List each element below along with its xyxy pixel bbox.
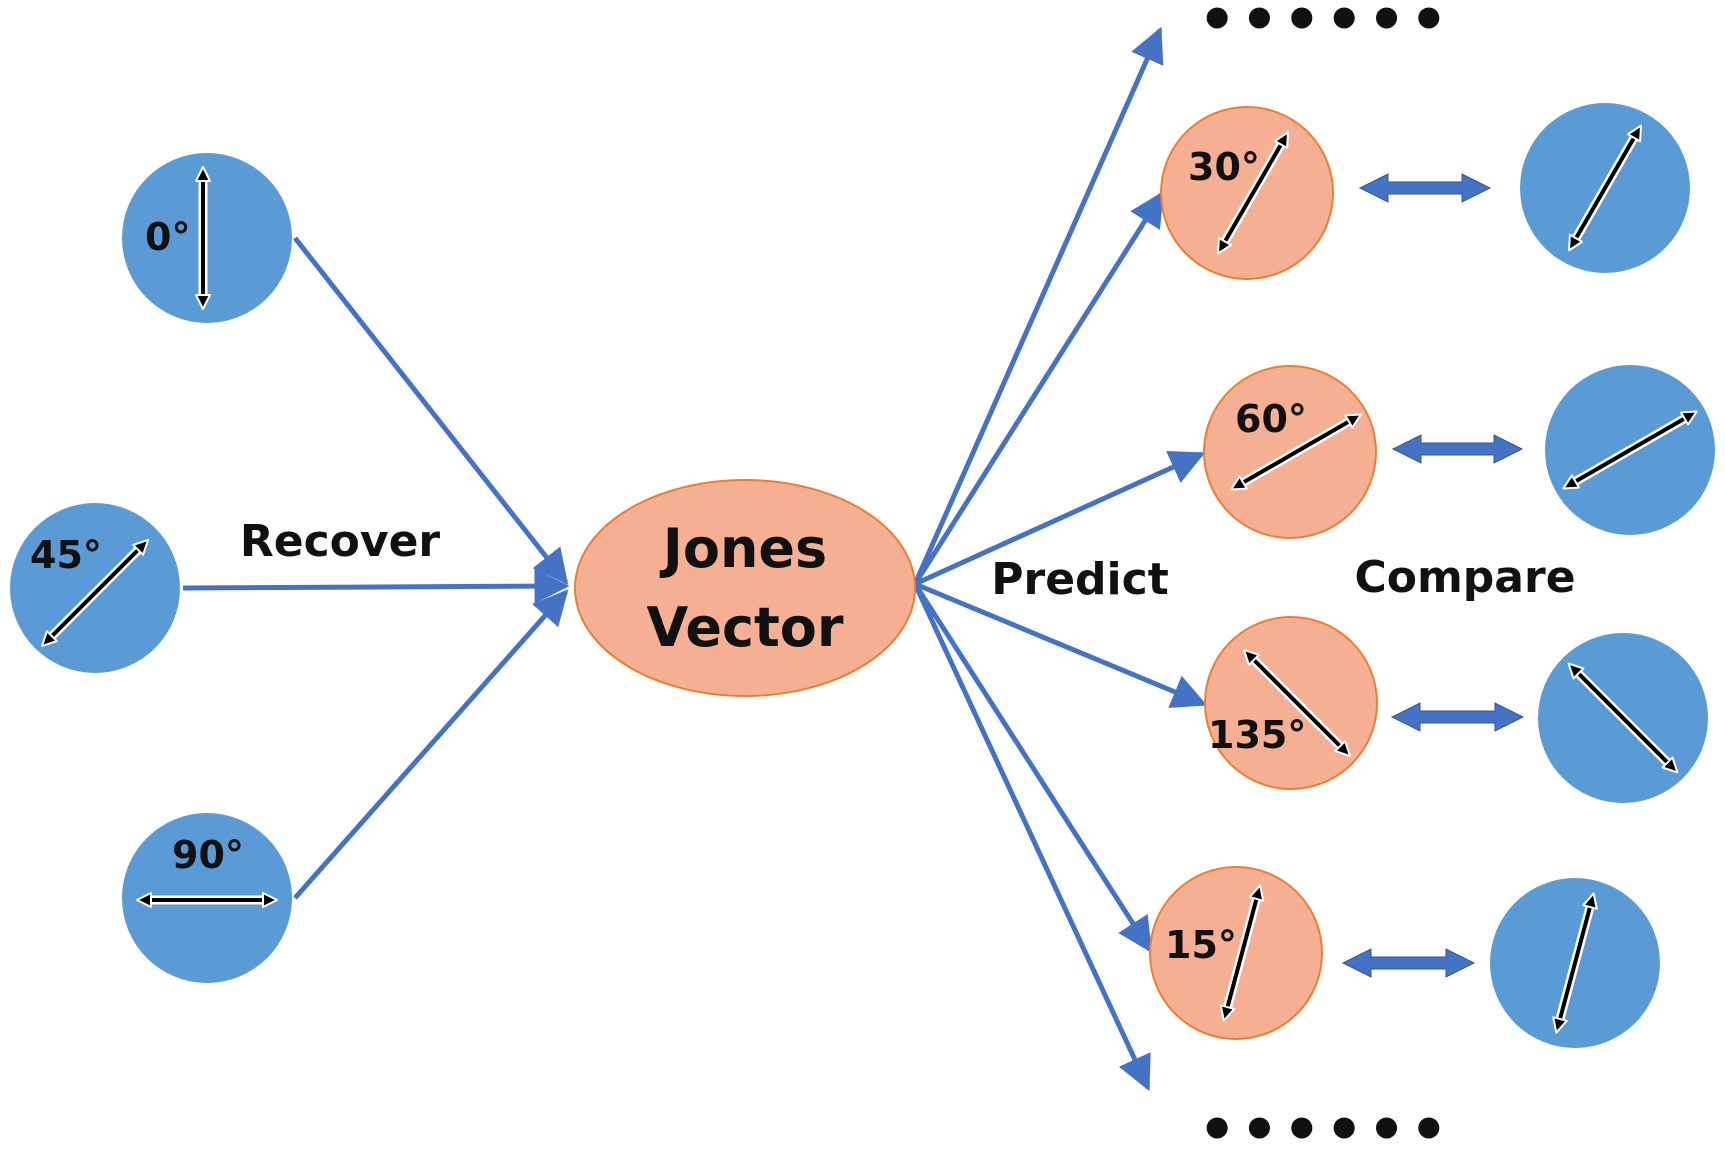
input-circle-0: 0°	[122, 153, 292, 323]
recover-label: Recover	[240, 516, 441, 567]
prediction-angle-label: 15°	[1165, 923, 1237, 967]
arrow-to-more-bottom	[912, 582, 1151, 1092]
jones-vector-line2: Vector	[646, 596, 843, 659]
jones-vector-ellipse	[574, 479, 916, 697]
predict-arrows	[912, 26, 1208, 1092]
compare-arrow-30	[1358, 173, 1492, 203]
arrow-input-45-to-center	[182, 568, 570, 604]
input-circle-45: 45°	[10, 503, 180, 673]
prediction-circle-30: 30°	[1160, 106, 1334, 280]
prediction-angle-label: 135°	[1208, 713, 1306, 757]
arrow-to-prediction-15	[912, 582, 1153, 953]
polarization-arrow-icon	[40, 538, 150, 648]
compare-arrow-135	[1390, 702, 1525, 732]
arrow-to-prediction-60	[913, 451, 1206, 587]
ellipsis-top: ••••••	[1198, 0, 1452, 55]
polarization-arrow-icon	[136, 892, 278, 908]
polarization-arrow-icon	[1217, 131, 1289, 255]
predict-label: Predict	[991, 554, 1168, 605]
prediction-circle-60: 60°	[1203, 365, 1377, 539]
compare-label: Compare	[1354, 552, 1575, 603]
arrow-to-prediction-30	[912, 191, 1165, 586]
prediction-disc	[1160, 106, 1334, 280]
measured-circle-135	[1538, 633, 1708, 803]
measured-circle-30	[1520, 103, 1690, 273]
arrow-to-more-top	[912, 26, 1164, 586]
measured-polarizations	[1490, 103, 1715, 1048]
prediction-disc	[1149, 866, 1323, 1040]
polarization-arrow-icon	[1567, 662, 1679, 774]
arrow-to-prediction-135	[914, 581, 1208, 709]
compare-arrow-15	[1341, 948, 1476, 978]
input-angle-label: 45°	[30, 533, 102, 577]
prediction-circle-15: 15°	[1149, 866, 1323, 1040]
polarization-arrow-icon	[1230, 413, 1362, 491]
arrow-input-0-to-center	[293, 236, 569, 585]
input-circle-90: 90°	[122, 813, 292, 983]
predicted-polarizations: 30° 60° 135° 15°	[1149, 106, 1378, 1040]
prediction-circle-135: 135°	[1204, 616, 1378, 790]
measured-circle-15	[1490, 878, 1660, 1048]
input-angle-label: 0°	[145, 215, 190, 259]
compare-arrow-60	[1391, 434, 1524, 464]
polarization-arrow-icon	[1242, 648, 1352, 758]
polarization-arrow-icon	[195, 166, 211, 310]
prediction-angle-label: 60°	[1235, 397, 1307, 441]
input-polarizations: 0° 45° 90°	[10, 153, 292, 983]
polarization-arrow-icon	[1562, 410, 1698, 490]
ellipsis-bottom: ••••••	[1198, 1095, 1452, 1159]
compare-arrows	[1341, 173, 1525, 978]
prediction-angle-label: 30°	[1188, 145, 1260, 189]
jones-vector-line1: Jones	[659, 517, 827, 580]
polarization-arrow-icon	[1219, 884, 1265, 1022]
polarization-arrow-icon	[1552, 892, 1598, 1034]
input-angle-label: 90°	[172, 833, 244, 877]
measured-circle-60	[1545, 365, 1715, 535]
jones-vector-node: Jones Vector	[574, 479, 916, 697]
arrow-input-90-to-center	[293, 589, 569, 900]
polarization-arrow-icon	[1568, 124, 1642, 252]
recover-arrows	[182, 236, 570, 900]
